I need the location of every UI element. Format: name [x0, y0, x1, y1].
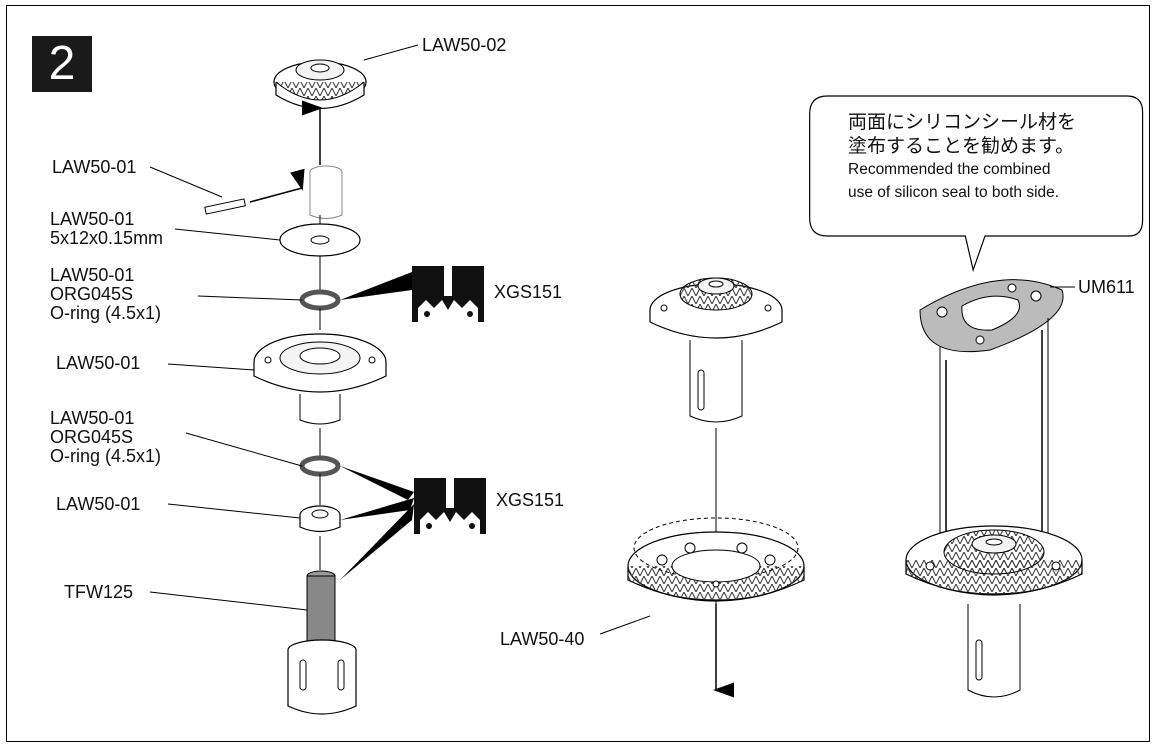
assembled-differential [905, 525, 1083, 698]
pinion-housing-assembly [649, 277, 783, 423]
label-grease-lower: XGS151 [496, 490, 565, 510]
grease-icon-lower [414, 478, 486, 534]
label-nut: LAW50-01 [56, 494, 141, 514]
speech-bubble [809, 95, 1144, 273]
housing-law50-01 [253, 333, 387, 425]
o-ring-upper [299, 289, 341, 311]
callout-english-line-2: use of silicon seal to both side. [848, 184, 1060, 201]
shaft-tfw125 [287, 570, 357, 715]
diagram-frame [6, 5, 1150, 742]
label-grease-upper: XGS151 [494, 282, 563, 302]
label-o-ring-lower: LAW50-01 ORG045S O-ring (4.5x1) [50, 408, 162, 466]
callout-note: 両面にシリコンシール材を 塗布することを勧めます。 Recommended th… [848, 110, 1138, 204]
callout-japanese-line-2: 塗布することを勧めます。 [848, 135, 1075, 157]
grease-icon-upper [412, 266, 484, 322]
callout-japanese-line-1: 両面にシリコンシール材を [848, 111, 1077, 133]
gasket-um611 [919, 279, 1064, 353]
label-ring-gear: LAW50-40 [500, 629, 585, 649]
label-top-gear: LAW50-02 [422, 35, 507, 55]
label-shaft: TFW125 [64, 582, 134, 602]
callout-english-line-1: Recommended the combined [848, 161, 1051, 178]
label-housing: LAW50-01 [56, 353, 141, 373]
washer-5x12x0.15 [279, 223, 361, 257]
ring-gear-law50-40 [627, 517, 805, 602]
pinion-gear-law50-02 [273, 59, 367, 110]
pin-law50-01 [204, 198, 246, 215]
label-o-ring-upper: LAW50-01 ORG045S O-ring (4.5x1) [50, 265, 162, 323]
cup-sleeve [309, 165, 343, 219]
step-number-badge: 2 [32, 36, 92, 92]
label-gasket: UM611 [1078, 277, 1135, 297]
label-washer: LAW50-01 5x12x0.15mm [50, 209, 164, 248]
label-pin: LAW50-01 [52, 157, 137, 177]
o-ring-lower [299, 455, 341, 477]
nut-law50-01 [299, 505, 341, 533]
